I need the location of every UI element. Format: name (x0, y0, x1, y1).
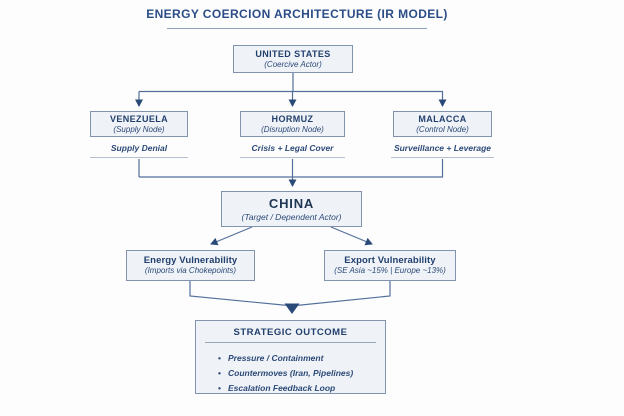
mechanism-surveillance-leverage: Surveillance + Leverage (391, 143, 494, 158)
node-strategic-outcome: STRATEGIC OUTCOME Pressure / Containment… (195, 320, 386, 396)
node-china-role: (Target / Dependent Actor) (241, 212, 342, 222)
mechanism-supply-denial: Supply Denial (90, 143, 188, 158)
export-vulnerability-detail: (SE Asia ~15% | Europe ~13%) (334, 266, 446, 275)
node-venezuela-role: (Supply Node) (113, 124, 165, 134)
strategic-outcome-heading: STRATEGIC OUTCOME (233, 327, 348, 338)
outcome-bullet-pressure: Pressure / Containment (218, 351, 385, 366)
connector-export-to-outcome (295, 281, 391, 307)
connector-china-to-energy (210, 226, 253, 246)
outcome-bullet-countermoves: Countermoves (Iran, Pipelines) (218, 366, 385, 381)
energy-vulnerability-detail: (Imports via Chokepoints) (144, 266, 237, 275)
energy-vulnerability-label: Energy Vulnerability (143, 255, 238, 266)
arrowhead-to-outcome (284, 303, 300, 314)
mechanism-crisis-legal-cover: Crisis + Legal Cover (240, 143, 345, 158)
strategic-outcome-list: Pressure / Containment Countermoves (Ira… (196, 343, 385, 396)
node-malacca-role: (Control Node) (416, 124, 469, 134)
node-malacca: MALACCA (Control Node) (393, 111, 492, 137)
connector-china-to-export (330, 226, 373, 246)
title-underline (167, 28, 427, 29)
node-venezuela-label: VENEZUELA (109, 113, 169, 124)
node-export-vulnerability: Export Vulnerability (SE Asia ~15% | Eur… (324, 250, 456, 281)
node-china-label: CHINA (268, 196, 315, 211)
node-malacca-label: MALACCA (418, 113, 467, 124)
node-hormuz-label: HORMUZ (271, 113, 314, 124)
node-united-states: UNITED STATES (Coercive Actor) (233, 45, 353, 73)
connector-energy-to-outcome (189, 281, 289, 307)
node-hormuz-role: (Disruption Node) (261, 124, 324, 134)
outcome-bullet-escalation: Escalation Feedback Loop (218, 381, 385, 396)
node-united-states-label: UNITED STATES (255, 48, 331, 59)
diagram-title: ENERGY COERCION ARCHITECTURE (IR MODEL) (146, 7, 448, 21)
node-china: CHINA (Target / Dependent Actor) (221, 191, 362, 227)
export-vulnerability-label: Export Vulnerability (344, 255, 436, 266)
node-venezuela: VENEZUELA (Supply Node) (90, 111, 188, 137)
node-united-states-role: (Coercive Actor) (264, 59, 322, 69)
node-hormuz: HORMUZ (Disruption Node) (240, 111, 345, 137)
node-energy-vulnerability: Energy Vulnerability (Imports via Chokep… (126, 250, 255, 281)
strategic-outcome-divider (205, 342, 376, 343)
